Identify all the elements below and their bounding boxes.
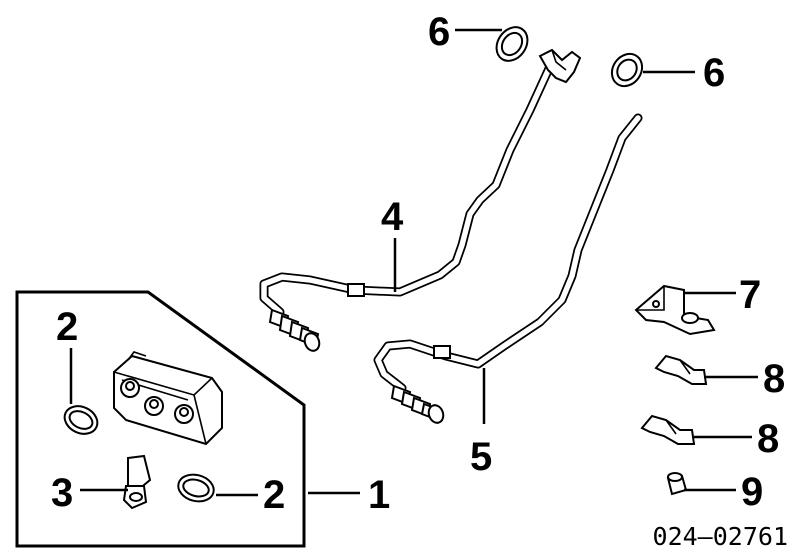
kit-outline	[15, 290, 306, 548]
callout-1: 1	[368, 473, 390, 517]
callout-8-upper: 8	[763, 357, 785, 401]
callout-7: 7	[739, 273, 761, 317]
clamp-upper	[654, 354, 708, 385]
oil-cooler	[113, 351, 223, 446]
callout-8-lower: 8	[757, 417, 779, 461]
o-ring-bottom	[177, 473, 215, 503]
sensor-fitting	[122, 454, 152, 510]
diagram-part-number: 024–02761	[653, 522, 788, 551]
cooler-line-lower	[373, 113, 643, 424]
cooler-line-upper	[259, 48, 582, 352]
clip-nut	[666, 472, 688, 496]
callout-9: 9	[741, 470, 763, 514]
bracket	[634, 284, 716, 336]
callout-6-left: 6	[428, 10, 450, 54]
o-ring-left	[63, 405, 99, 435]
callout-3: 3	[51, 471, 73, 515]
callout-6-right: 6	[703, 51, 725, 95]
callout-2-bottom: 2	[263, 473, 285, 517]
o-ring-top-right	[610, 52, 644, 88]
clamp-lower	[640, 414, 696, 445]
leader-lines	[69, 28, 758, 497]
callout-5: 5	[470, 435, 492, 479]
callout-2-top: 2	[56, 305, 78, 349]
callout-4: 4	[381, 195, 404, 239]
o-ring-top-left	[495, 26, 529, 62]
